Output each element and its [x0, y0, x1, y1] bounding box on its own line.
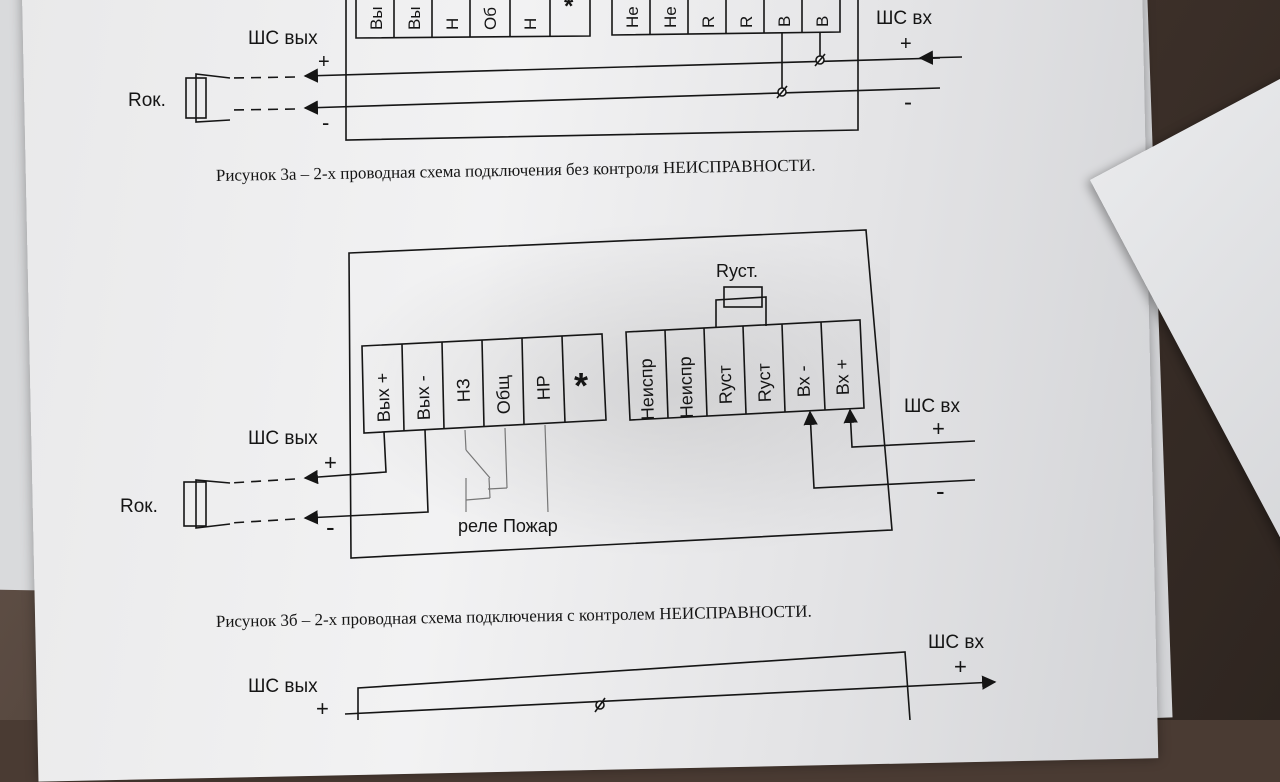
figure-3a [185, 0, 963, 141]
rok-label-3a: Rок. [128, 90, 166, 111]
shs-in-label-3b: ШС вх [904, 396, 961, 417]
plus-label-3c: + [316, 696, 329, 720]
plus-in-label-3b: + [932, 416, 945, 441]
plus-in-label-3c: + [954, 654, 967, 679]
terminal-label: Вы [367, 6, 386, 30]
terminal-label: Rуст [715, 365, 736, 405]
minus-label-3a: - [322, 110, 329, 135]
minus-in-label-3a: - [904, 89, 912, 116]
resistor-rust-3b [723, 286, 763, 308]
terminal-label: * [564, 0, 574, 20]
terminal-label: R [699, 16, 718, 28]
caption-3a: Рисунок 3а – 2-х проводная схема подключ… [216, 156, 816, 185]
shs-in-label-3c: ШС вх [928, 632, 985, 653]
figure-3c-labels: ШС вых + ШС вх + [248, 632, 985, 720]
plus-wire-3a [303, 57, 941, 83]
terminal-label: Об [481, 7, 500, 30]
terminal-label: Не [661, 6, 680, 28]
plus-in-label-3a: + [900, 33, 912, 55]
shs-out-label-3b: ШС вых [248, 428, 318, 449]
terminal-label: Неиспр [675, 356, 697, 418]
plus-wire-3c [344, 675, 997, 715]
wiring-diagrams: Вы Вы Н Об Н * Не Не R R В В ШС вых + - … [120, 0, 997, 720]
shadow-area [330, 220, 890, 560]
terminal-label: Вх + [832, 359, 853, 396]
shs-out-label-3c: ШС вых [248, 676, 318, 697]
terminal-label: Н [521, 18, 540, 30]
resistor-rok-3a [185, 77, 207, 119]
rust-label-3b: Rуст. [716, 261, 758, 281]
terminal-label: Вх - [793, 365, 814, 397]
figure-3b [183, 229, 976, 559]
minus-in-wire-3b [803, 410, 976, 489]
minus-wire-3b [303, 429, 429, 525]
terminal-label: Вы [405, 6, 424, 30]
terminal-label: В [775, 16, 794, 27]
figure-3b-labels: Вых + Вых - НЗ Общ НР * Неиспр Неиспр Rу… [120, 261, 961, 631]
minus-in-label-3b: - [936, 476, 945, 506]
terminal-label: Не [623, 6, 642, 28]
terminal-label: Н [443, 18, 462, 30]
terminal-label: Общ [493, 375, 514, 415]
shs-in-label-3a: ШС вх [876, 8, 933, 29]
resistor-rok-3b [183, 481, 207, 527]
device-box-3a [345, 0, 859, 141]
terminal-label: R [737, 16, 756, 28]
terminal-label: Неиспр [636, 358, 658, 420]
shs-out-label-3a: ШС вых [248, 28, 318, 49]
terminal-strip-left-3a [355, 0, 591, 39]
plus-label-3b: + [324, 450, 337, 475]
plus-in-wire-3b [843, 408, 976, 448]
relay-label-3b: реле Пожар [458, 516, 558, 536]
minus-wire-3a [303, 87, 941, 115]
rok-label-3b: Rок. [120, 496, 158, 517]
relay-contacts [464, 424, 549, 513]
caption-3b: Рисунок 3б – 2-х проводная схема подключ… [216, 602, 812, 631]
device-box-3b [348, 229, 893, 559]
figure-3c [344, 651, 997, 720]
terminal-label: Вых - [412, 375, 434, 421]
terminal-label: Вых + [372, 372, 394, 422]
terminal-label: В [813, 16, 832, 27]
terminal-label: Rуст [754, 363, 775, 403]
plus-label-3a: + [318, 51, 330, 73]
minus-label-3b: - [326, 512, 335, 542]
terminal-label: НР [533, 375, 554, 401]
terminal-label: НЗ [453, 378, 474, 403]
terminal-label: * [574, 365, 588, 406]
plus-wire-3b [303, 431, 387, 485]
